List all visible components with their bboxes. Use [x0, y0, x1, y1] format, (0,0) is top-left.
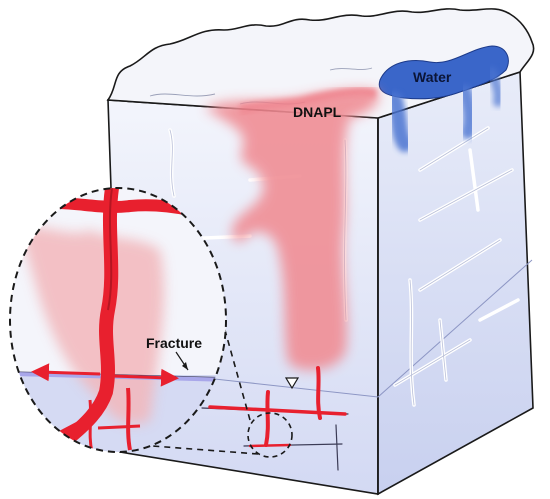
lens-outline: [9, 187, 227, 453]
water-table-triangle-icon: [284, 377, 300, 390]
dnapl-fracture-network: [201, 366, 349, 471]
zoom-focus-circle: [247, 412, 293, 458]
fracture-label: Fracture: [146, 335, 202, 351]
water-label: Water: [413, 69, 452, 85]
water-body: [378, 45, 509, 152]
dnapl-plume: [205, 87, 379, 371]
magnified-lens: [9, 187, 227, 453]
dnapl-label: DNAPL: [293, 104, 342, 120]
